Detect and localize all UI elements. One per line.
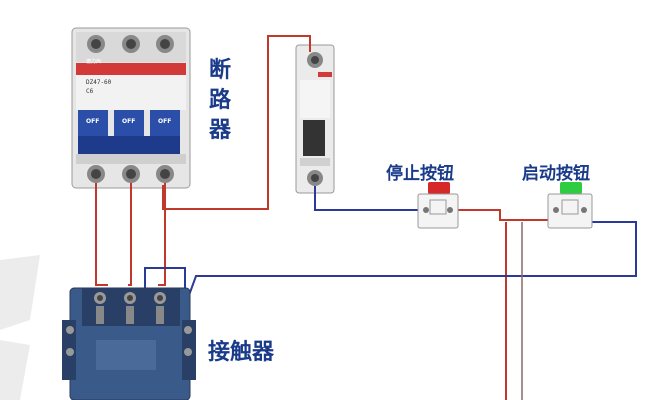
wire-to-stop — [314, 186, 418, 211]
breaker-red-stripe — [76, 63, 186, 75]
background-shade — [0, 255, 40, 400]
wires — [95, 35, 637, 400]
breaker-bottom-terminals — [87, 165, 174, 183]
circuit-breaker-label-char-1: 断 — [208, 58, 231, 83]
start-button-label: 启动按钮 — [522, 164, 590, 184]
wire-stop-to-start — [456, 209, 548, 221]
stop-button-label: 停止按钮 — [386, 164, 454, 184]
stop-button-cap — [428, 182, 450, 194]
breaker-off-label-3: OFF — [158, 118, 172, 125]
wire-L2 — [128, 183, 132, 286]
breaker-switch-levers — [78, 110, 180, 154]
wire-L3 — [158, 183, 166, 286]
start-button-cap — [560, 182, 582, 194]
wire-contactor-loop — [144, 267, 186, 300]
wire-start-to-coil — [179, 221, 637, 321]
circuit-breaker-label-char-3: 器 — [208, 118, 231, 143]
circuit-breaker-label: 断 路 器 — [205, 56, 235, 146]
wire-L1 — [95, 183, 108, 286]
circuit-breaker-1pole — [295, 44, 335, 194]
start-button-device — [547, 182, 593, 229]
breaker-rating-text: C6 — [86, 88, 94, 95]
breaker-off-label-1: OFF — [86, 118, 100, 125]
circuit-breaker-label-char-2: 路 — [208, 88, 231, 113]
circuit-breaker-3pole — [71, 27, 191, 189]
breaker-model-text: DZ47-60 — [86, 79, 112, 86]
contactor-device — [62, 287, 196, 400]
breaker-brand-text: 德力西 — [86, 59, 102, 65]
breaker-off-label-2: OFF — [122, 118, 136, 125]
stop-button-device — [417, 182, 459, 229]
wire-control-feed — [162, 35, 311, 210]
contactor-label: 接触器 — [208, 340, 275, 365]
breaker-top-terminals — [87, 35, 174, 53]
